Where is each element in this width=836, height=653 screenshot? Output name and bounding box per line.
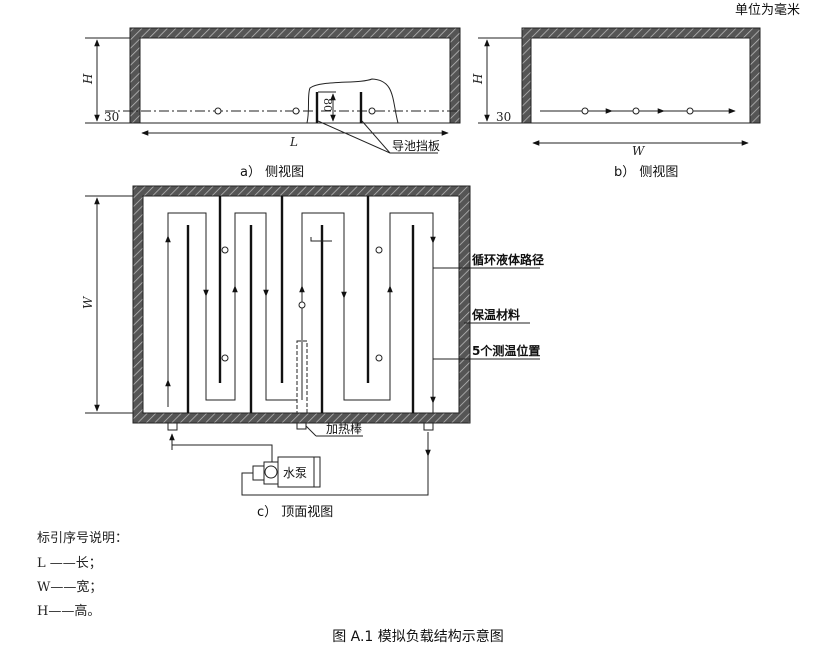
sensor-point bbox=[214, 107, 222, 115]
heater-label: 加热棒 bbox=[326, 422, 362, 436]
insulation-wall bbox=[132, 185, 471, 424]
dim-80-label: 80 bbox=[321, 98, 334, 112]
top-view-c: W bbox=[81, 185, 544, 520]
legend-item: L ——长； bbox=[37, 556, 102, 571]
caption-b: b） 侧视图 bbox=[614, 165, 678, 180]
pump-label: 水泵 bbox=[283, 466, 307, 480]
caption-a: a） 侧视图 bbox=[240, 165, 304, 180]
side-view-a: H 30 80 L 导池挡板 a） 侧视图 bbox=[81, 27, 461, 180]
legend-item: W——宽； bbox=[37, 579, 102, 595]
legend-title: 标引序号说明： bbox=[37, 531, 128, 546]
sensor-point bbox=[375, 354, 383, 362]
baffles bbox=[186, 196, 415, 413]
dim-30-label: 30 bbox=[104, 110, 119, 124]
sensor-point bbox=[368, 107, 376, 115]
insulation-label: 保温材料 bbox=[471, 307, 520, 322]
flow-path-label: 循环液体路径 bbox=[472, 252, 544, 267]
dim-l-label: L bbox=[289, 135, 298, 149]
legend: 标引序号说明： L ——长； W——宽； H——高。 bbox=[37, 531, 128, 619]
caption-c: c） 顶面视图 bbox=[257, 505, 333, 520]
sensor-point bbox=[686, 107, 694, 115]
figure-title: 图 A.1 模拟负载结构示意图 bbox=[332, 628, 504, 645]
sensor-point bbox=[292, 107, 300, 115]
dim-w-label: W bbox=[632, 144, 646, 158]
water-pump: 水泵 bbox=[252, 456, 321, 488]
sensor-point bbox=[221, 354, 229, 362]
dim-h-label: H bbox=[81, 73, 95, 85]
insulation-wall bbox=[129, 27, 461, 124]
sensor-point bbox=[298, 301, 306, 309]
sensor-point bbox=[375, 246, 383, 254]
flow-arrows bbox=[165, 220, 436, 404]
dim-h-label: H bbox=[471, 73, 485, 85]
cutaway-outline bbox=[306, 78, 399, 124]
insulation-wall bbox=[521, 27, 761, 124]
flow-path bbox=[167, 212, 434, 413]
sensor-point bbox=[221, 246, 229, 254]
sensor-point bbox=[581, 107, 589, 115]
legend-item: H——高。 bbox=[37, 603, 100, 619]
side-view-b: H 30 W b） 侧视图 bbox=[471, 27, 761, 180]
outlet-port bbox=[423, 422, 434, 431]
inlet-port bbox=[167, 422, 178, 431]
dim-w-label: W bbox=[81, 295, 95, 309]
unit-note: 单位为毫米 bbox=[735, 2, 800, 18]
dim-30-label: 30 bbox=[496, 110, 511, 124]
sensor-point bbox=[632, 107, 640, 115]
section-mark bbox=[310, 237, 332, 242]
sensors-label: 5个测温位置 bbox=[472, 343, 540, 358]
baffle-label: 导池挡板 bbox=[392, 139, 440, 153]
heater-rod bbox=[296, 340, 308, 414]
